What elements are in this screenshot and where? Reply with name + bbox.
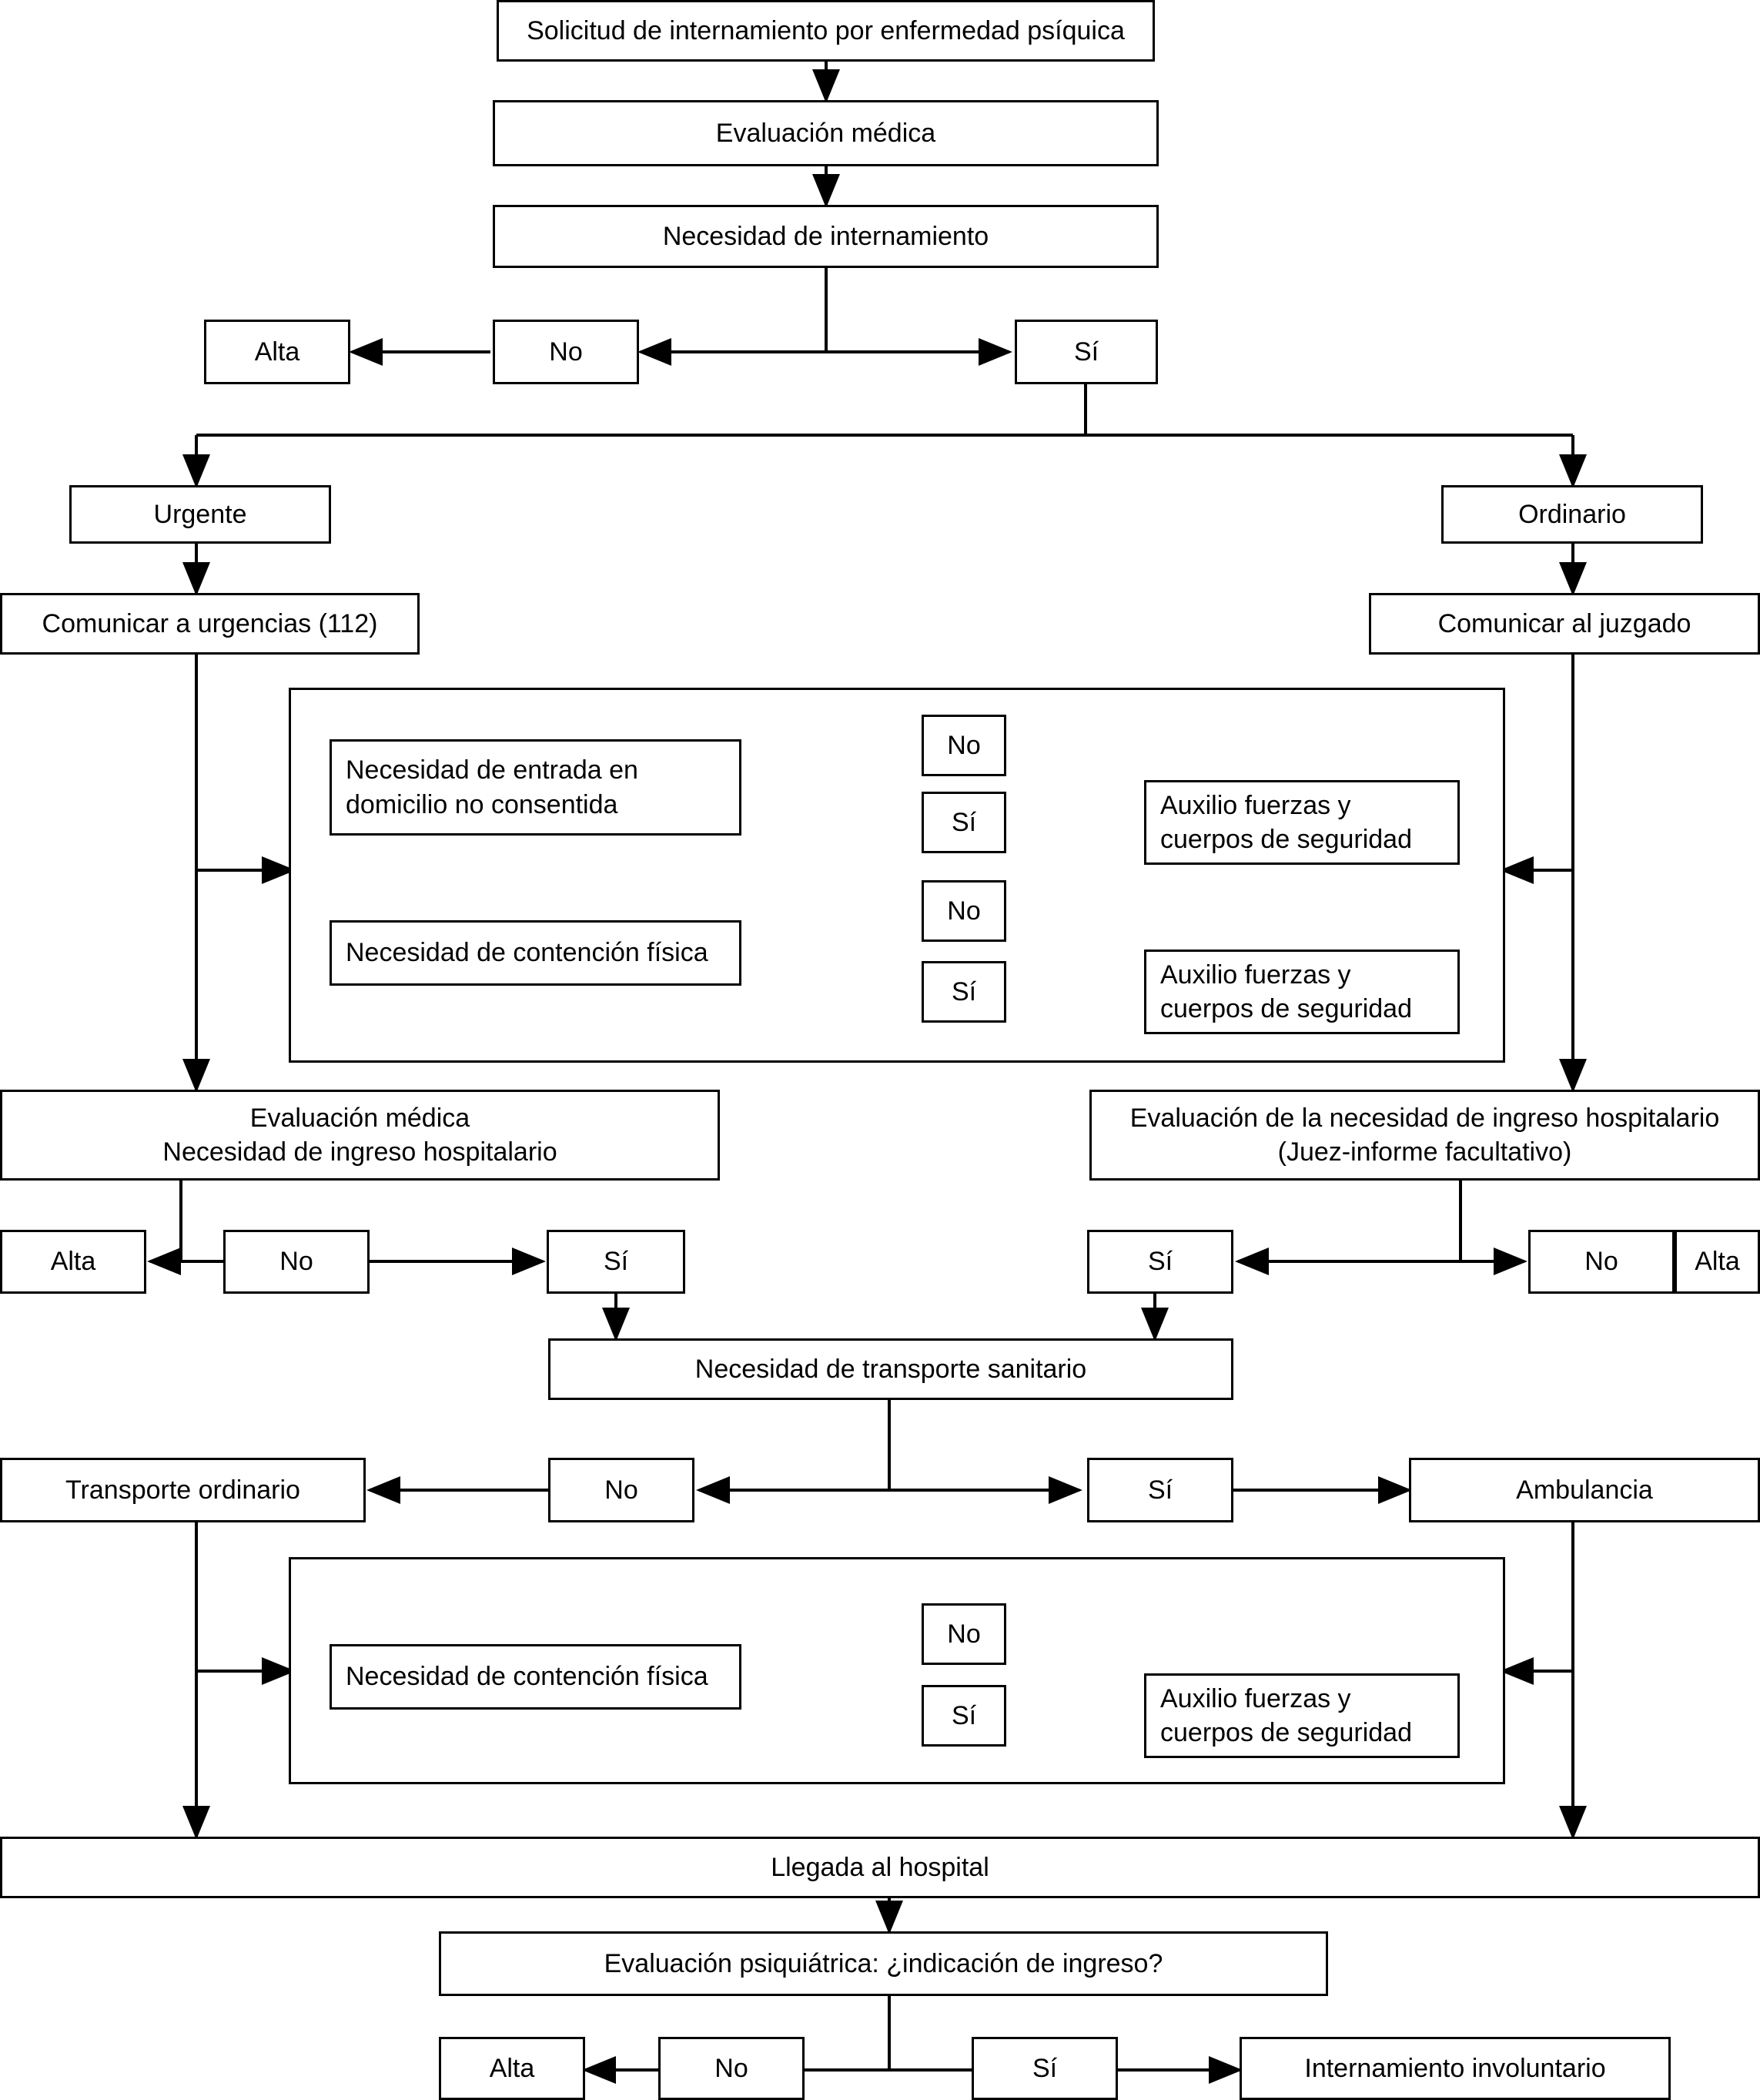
node-auxilio-3-line2: cuerpos de seguridad	[1160, 1718, 1413, 1747]
node-auxilio-1[interactable]: Auxilio fuerzas y cuerpos de seguridad	[1144, 780, 1460, 865]
node-si-5-label: Sí	[1147, 1247, 1173, 1277]
node-comunicar-juzgado[interactable]: Comunicar al juzgado	[1369, 593, 1760, 655]
node-transporte-sanitario[interactable]: Necesidad de transporte sanitario	[548, 1338, 1233, 1400]
node-si-1-label: Sí	[1073, 337, 1099, 367]
node-no-3-label: No	[947, 896, 981, 926]
node-si-8-label: Sí	[1032, 2053, 1058, 2083]
node-no-6[interactable]: No	[548, 1458, 694, 1522]
node-evaluacion-medica-1-label: Evaluación médica	[715, 118, 936, 148]
node-si-3-label: Sí	[951, 976, 977, 1006]
node-no-6-label: No	[604, 1475, 638, 1505]
node-eval-izquierda[interactable]: Evaluación médica Necesidad de ingreso h…	[0, 1090, 720, 1181]
node-eval-izquierda-line2: Necesidad de ingreso hospitalario	[162, 1137, 557, 1167]
node-si-7[interactable]: Sí	[922, 1685, 1006, 1747]
node-evaluacion-medica-1[interactable]: Evaluación médica	[493, 100, 1159, 166]
node-auxilio-2-line1: Auxilio fuerzas y	[1160, 960, 1351, 990]
node-si-4-label: Sí	[603, 1247, 629, 1277]
node-no-2-label: No	[947, 730, 981, 760]
node-eval-psiquiatrica-label: Evaluación psiquiátrica: ¿indicación de …	[604, 1948, 1163, 1978]
node-si-5[interactable]: Sí	[1087, 1230, 1233, 1294]
node-no-4[interactable]: No	[223, 1230, 370, 1294]
node-comunicar-urgencias[interactable]: Comunicar a urgencias (112)	[0, 593, 420, 655]
node-entrada-domicilio[interactable]: Necesidad de entrada en domicilio no con…	[330, 739, 741, 836]
node-auxilio-1-line1: Auxilio fuerzas y	[1160, 790, 1351, 820]
node-si-4[interactable]: Sí	[547, 1230, 685, 1294]
node-comunicar-urgencias-label: Comunicar a urgencias (112)	[42, 608, 378, 638]
node-transporte-ordinario[interactable]: Transporte ordinario	[0, 1458, 366, 1522]
node-alta-3[interactable]: Alta	[1675, 1230, 1760, 1294]
node-auxilio-3-line1: Auxilio fuerzas y	[1160, 1683, 1351, 1713]
node-contencion-1-label: Necesidad de contención física	[346, 938, 708, 968]
node-alta-2-label: Alta	[50, 1247, 96, 1277]
node-eval-derecha-line2: (Juez-informe facultativo)	[1277, 1137, 1572, 1167]
node-solicitud-label: Solicitud de internamiento por enfermeda…	[527, 15, 1125, 45]
node-transporte-sanitario-label: Necesidad de transporte sanitario	[694, 1354, 1087, 1384]
node-no-2[interactable]: No	[922, 715, 1006, 776]
node-alta-1-label: Alta	[254, 337, 300, 367]
node-contencion-2-label: Necesidad de contención física	[346, 1662, 708, 1692]
node-contencion-1[interactable]: Necesidad de contención física	[330, 920, 741, 986]
node-no-5-label: No	[1584, 1247, 1618, 1277]
node-ordinario[interactable]: Ordinario	[1441, 485, 1703, 544]
node-si-3[interactable]: Sí	[922, 961, 1006, 1023]
node-transporte-ordinario-label: Transporte ordinario	[65, 1475, 300, 1505]
node-auxilio-2-line2: cuerpos de seguridad	[1160, 994, 1413, 1023]
node-alta-4[interactable]: Alta	[439, 2037, 585, 2100]
node-no-8[interactable]: No	[658, 2037, 805, 2100]
node-no-4-label: No	[279, 1247, 313, 1277]
node-alta-4-label: Alta	[489, 2053, 535, 2083]
node-no-1-label: No	[549, 337, 583, 367]
node-auxilio-1-line2: cuerpos de seguridad	[1160, 825, 1413, 854]
node-no-7-label: No	[947, 1619, 981, 1649]
node-solicitud[interactable]: Solicitud de internamiento por enfermeda…	[497, 0, 1155, 62]
node-llegada-hospital[interactable]: Llegada al hospital	[0, 1837, 1760, 1898]
node-contencion-2[interactable]: Necesidad de contención física	[330, 1644, 741, 1710]
node-si-8[interactable]: Sí	[972, 2037, 1118, 2100]
node-eval-izquierda-line1: Evaluación médica	[249, 1103, 470, 1133]
node-si-7-label: Sí	[951, 1700, 977, 1730]
node-alta-2[interactable]: Alta	[0, 1230, 146, 1294]
node-no-7[interactable]: No	[922, 1603, 1006, 1665]
node-auxilio-2[interactable]: Auxilio fuerzas y cuerpos de seguridad	[1144, 950, 1460, 1034]
node-entrada-domicilio-line2: domicilio no consentida	[346, 789, 618, 819]
node-si-1[interactable]: Sí	[1015, 320, 1158, 384]
node-si-2[interactable]: Sí	[922, 792, 1006, 853]
node-necesidad-internamiento-label: Necesidad de internamiento	[662, 221, 989, 251]
node-necesidad-internamiento[interactable]: Necesidad de internamiento	[493, 205, 1159, 268]
node-si-6[interactable]: Sí	[1087, 1458, 1233, 1522]
node-entrada-domicilio-line1: Necesidad de entrada en	[346, 755, 638, 785]
node-no-5[interactable]: No	[1528, 1230, 1675, 1294]
node-alta-3-label: Alta	[1695, 1247, 1740, 1277]
node-no-1[interactable]: No	[493, 320, 639, 384]
node-urgente-label: Urgente	[153, 499, 247, 529]
node-ambulancia-label: Ambulancia	[1516, 1475, 1653, 1505]
node-no-3[interactable]: No	[922, 880, 1006, 942]
node-internamiento-involuntario[interactable]: Internamiento involuntario	[1240, 2037, 1671, 2100]
node-internamiento-involuntario-label: Internamiento involuntario	[1304, 2053, 1606, 2083]
node-si-6-label: Sí	[1147, 1475, 1173, 1505]
node-urgente[interactable]: Urgente	[69, 485, 331, 544]
node-no-8-label: No	[714, 2053, 748, 2083]
node-eval-psiquiatrica[interactable]: Evaluación psiquiátrica: ¿indicación de …	[439, 1931, 1328, 1996]
node-auxilio-3[interactable]: Auxilio fuerzas y cuerpos de seguridad	[1144, 1673, 1460, 1758]
node-comunicar-juzgado-label: Comunicar al juzgado	[1437, 608, 1691, 638]
node-alta-1[interactable]: Alta	[204, 320, 350, 384]
node-ordinario-label: Ordinario	[1518, 499, 1626, 529]
node-ambulancia[interactable]: Ambulancia	[1409, 1458, 1760, 1522]
node-si-2-label: Sí	[951, 807, 977, 837]
node-eval-derecha[interactable]: Evaluación de la necesidad de ingreso ho…	[1089, 1090, 1760, 1181]
node-llegada-hospital-label: Llegada al hospital	[771, 1852, 989, 1882]
node-eval-derecha-line1: Evaluación de la necesidad de ingreso ho…	[1129, 1103, 1720, 1133]
